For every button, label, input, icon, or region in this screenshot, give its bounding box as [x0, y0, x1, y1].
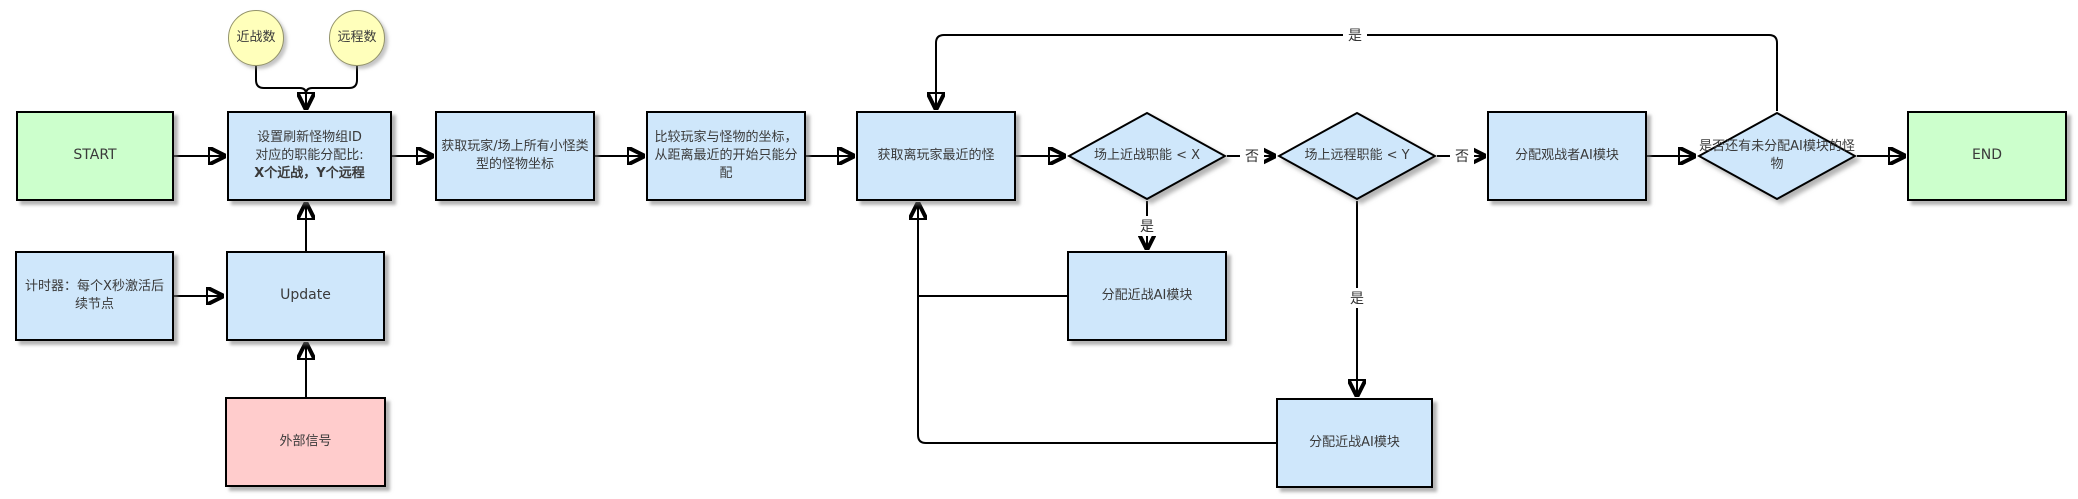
- node-start[interactable]: START: [16, 111, 174, 201]
- edge-ranged-count-to-setup: [305, 66, 358, 100]
- node-timer[interactable]: 计时器：每个X秒激活后续节点: [15, 251, 174, 341]
- node-assign-spectator-label: 分配观战者AI模块: [1515, 148, 1619, 164]
- edge-label-yes-ranged: 是: [1345, 288, 1369, 308]
- node-end[interactable]: END: [1907, 111, 2067, 201]
- node-update[interactable]: Update: [226, 251, 385, 341]
- node-remaining-check-label: 是否还有未分配AI模块的怪物: [1699, 139, 1855, 172]
- node-start-label: START: [73, 147, 117, 164]
- node-melee-check[interactable]: 场上近战职能 < X: [1067, 111, 1227, 201]
- edge-label-no-melee: 否: [1240, 146, 1264, 166]
- node-assign-melee-2-label: 分配近战AI模块: [1309, 435, 1400, 451]
- edge-label-no-ranged: 否: [1450, 146, 1474, 166]
- node-external-signal[interactable]: 外部信号: [225, 397, 386, 487]
- node-ranged-count[interactable]: 远程数: [329, 10, 385, 66]
- node-melee-count[interactable]: 近战数: [228, 10, 284, 66]
- diamond-shape: [1067, 111, 1227, 201]
- node-assign-melee-1-label: 分配近战AI模块: [1101, 288, 1193, 304]
- node-external-signal-label: 外部信号: [279, 434, 332, 450]
- node-update-label: Update: [280, 287, 331, 304]
- node-assign-melee-2[interactable]: 分配近战AI模块: [1276, 398, 1433, 488]
- edge-label-yes-loop: 是: [1343, 25, 1367, 45]
- edge-label-yes-melee: 是: [1135, 216, 1159, 236]
- node-remaining-check[interactable]: 是否还有未分配AI模块的怪物: [1697, 111, 1857, 201]
- edge-assignmelee1-loop: [918, 204, 1067, 297]
- diamond-shape: [1697, 111, 1857, 201]
- node-ranged-check[interactable]: 场上远程职能 < Y: [1277, 111, 1437, 201]
- node-setup-line3: X个近战，Y个远程: [254, 165, 365, 181]
- node-timer-label: 计时器：每个X秒激活后续节点: [25, 279, 164, 312]
- node-melee-count-label: 近战数: [236, 30, 276, 46]
- node-ranged-check-label: 场上远程职能 < Y: [1304, 148, 1410, 164]
- node-setup[interactable]: 设置刷新怪物组ID 对应的职能分配比: X个近战，Y个远程: [227, 111, 392, 201]
- node-melee-check-label: 场上近战职能 < X: [1093, 148, 1201, 164]
- node-get-nearest-label: 获取离玩家最近的怪: [877, 148, 995, 164]
- node-get-nearest[interactable]: 获取离玩家最近的怪: [856, 111, 1016, 201]
- node-compare-label: 比较玩家与怪物的坐标，从距离最近的开始只能分配: [654, 130, 798, 181]
- node-assign-spectator[interactable]: 分配观战者AI模块: [1487, 111, 1647, 201]
- node-ranged-count-label: 远程数: [337, 30, 377, 46]
- edge-melee-count-to-setup: [255, 66, 306, 108]
- node-get-coords[interactable]: 获取玩家/场上所有小怪类型的怪物坐标: [435, 111, 595, 201]
- node-end-label: END: [1971, 147, 2003, 164]
- node-get-coords-label: 获取玩家/场上所有小怪类型的怪物坐标: [441, 139, 589, 172]
- node-assign-melee-1[interactable]: 分配近战AI模块: [1067, 251, 1227, 341]
- node-compare[interactable]: 比较玩家与怪物的坐标，从距离最近的开始只能分配: [646, 111, 806, 201]
- node-setup-line2: 对应的职能分配比:: [255, 148, 364, 164]
- edge-remaining-yes-loop: [936, 34, 1778, 111]
- edge-assignmelee2-loop: [917, 296, 1276, 444]
- diamond-shape: [1277, 111, 1437, 201]
- node-setup-line1: 设置刷新怪物组ID: [257, 130, 362, 146]
